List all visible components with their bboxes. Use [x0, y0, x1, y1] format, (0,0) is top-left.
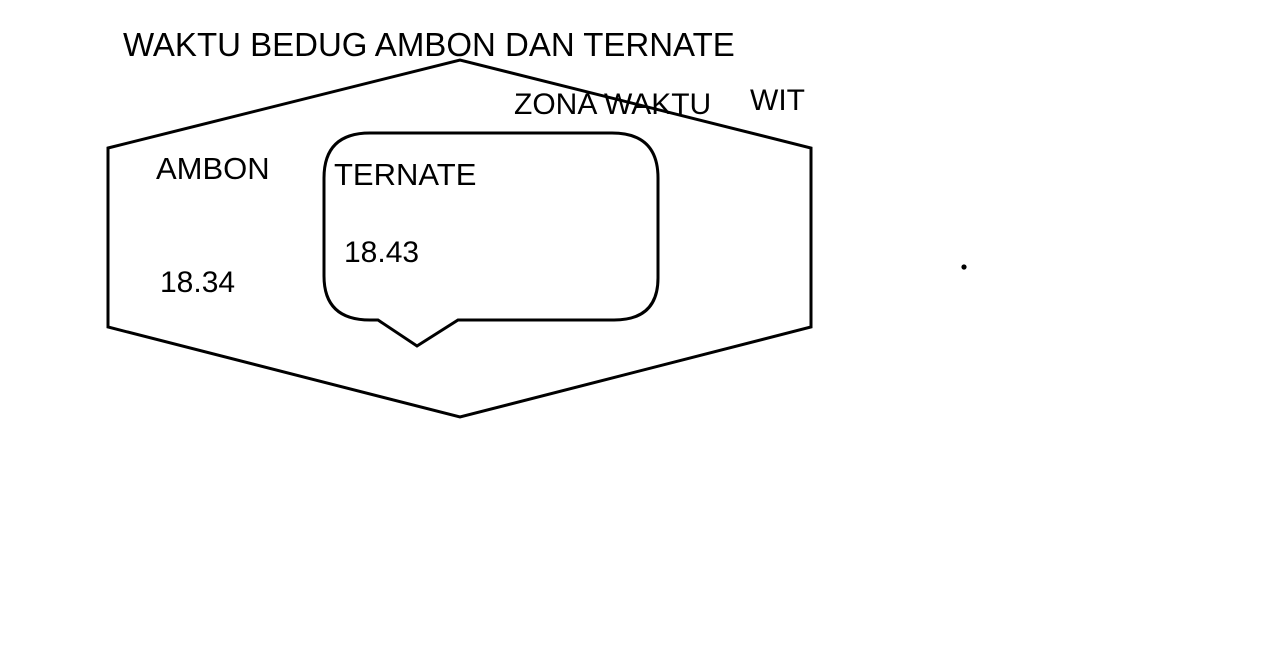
wit-zone-hexagon: [106, 58, 813, 419]
stray-dot: [961, 264, 967, 270]
region-time-ambon: 18.34: [160, 266, 236, 299]
zone-name: WIT: [750, 84, 805, 117]
region-time-ternate: 18.43: [344, 236, 420, 269]
region-label-ambon: AMBON: [156, 151, 270, 186]
ternate-speech-bubble: [322, 131, 660, 348]
region-label-ternate: TERNATE: [334, 157, 477, 192]
diagram-title: WAKTU BEDUG AMBON DAN TERNATE: [123, 26, 735, 63]
zone-label: ZONA WAKTU: [514, 88, 712, 121]
